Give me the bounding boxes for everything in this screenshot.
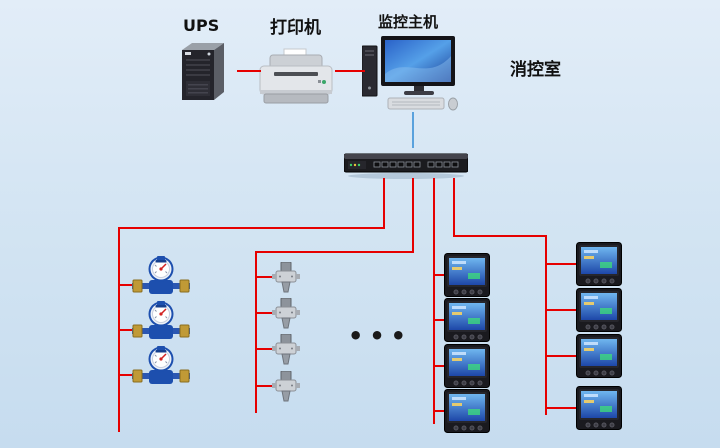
stub-meter-b3 [546,355,576,357]
connector-host-switch [412,112,414,148]
bus-valves [255,251,257,413]
power-meter-icon [444,253,490,297]
stub-water-meter-2 [119,329,133,331]
switch-drop-4 [453,178,455,236]
valve-icon [272,371,300,403]
monitor-host-label: 监控主机 [378,13,439,31]
bus-meter-column-left [433,178,435,424]
switch-drop-2 [412,178,414,252]
water-meter-icon [132,301,190,347]
branch-right-horizontal [453,235,547,237]
water-meter-icon [132,346,190,392]
bus-meter-column-right [545,235,547,415]
stub-meter-a3 [434,365,444,367]
power-meter-icon [576,288,622,332]
monitor-host-icon [362,36,458,111]
stub-meter-b2 [546,309,576,311]
valve-icon [272,334,300,366]
power-meter-icon [576,386,622,430]
control-room-label: 消控室 [510,60,561,80]
power-meter-icon [444,344,490,388]
branch-valve-horizontal [255,251,414,253]
switch-drop-1 [383,178,385,228]
water-meter-icon [132,256,190,302]
stub-valve-2 [256,312,272,314]
power-meter-icon [576,242,622,286]
ups-label: UPS [183,16,220,35]
power-meter-icon [444,389,490,433]
valve-icon [272,262,300,294]
more-devices-ellipsis: ••• [348,322,413,350]
connector-printer-host [335,70,365,72]
stub-water-meter-3 [119,374,133,376]
stub-valve-3 [256,348,272,350]
valve-icon [272,298,300,330]
power-meter-icon [444,298,490,342]
printer-label: 打印机 [270,18,321,38]
ups-icon [182,43,224,100]
stub-meter-a2 [434,319,444,321]
stub-meter-a1 [434,274,444,276]
stub-meter-b4 [546,407,576,409]
stub-valve-4 [256,385,272,387]
stub-meter-a4 [434,410,444,412]
switch-icon [344,153,468,179]
stub-meter-b1 [546,263,576,265]
power-meter-icon [576,334,622,378]
stub-water-meter-1 [119,284,133,286]
branch-water-horizontal [118,227,385,229]
connector-ups-printer [237,70,261,72]
printer-icon [259,48,333,104]
stub-valve-1 [256,276,272,278]
